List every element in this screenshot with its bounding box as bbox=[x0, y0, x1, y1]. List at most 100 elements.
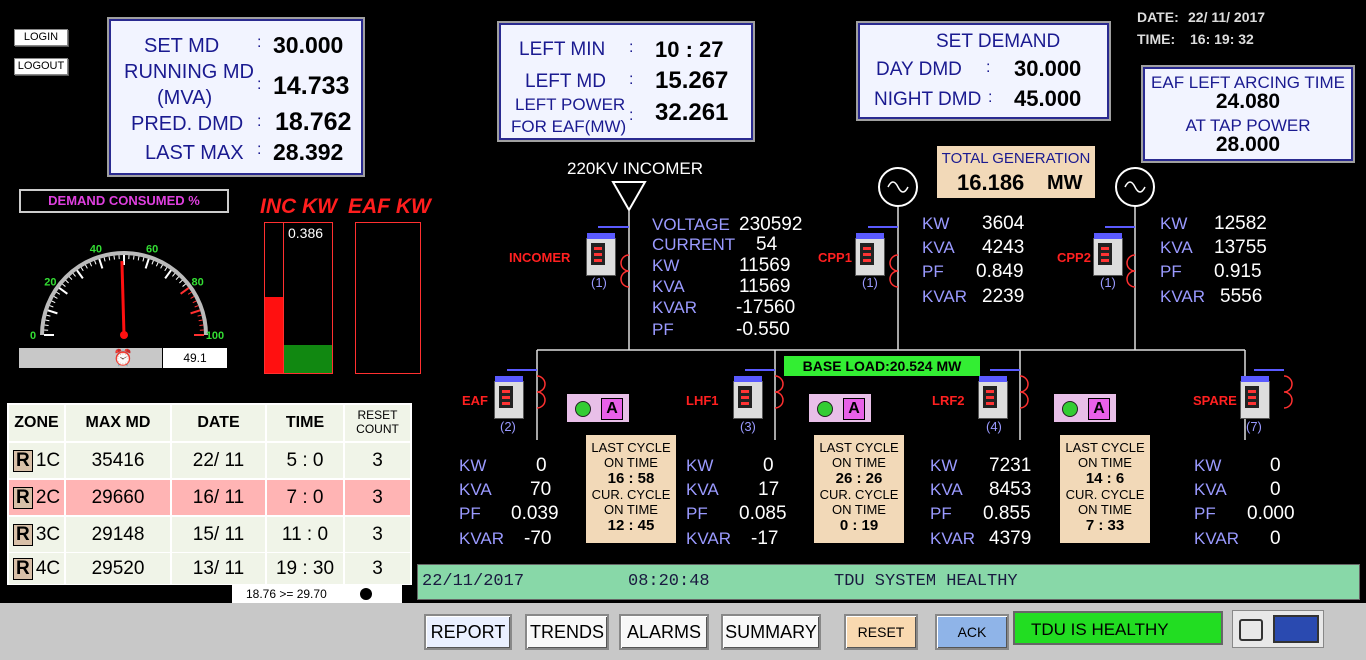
mode-a-button[interactable]: A bbox=[601, 398, 623, 420]
gauge-scale-label: 100 bbox=[206, 330, 224, 342]
set-md-label: SET MD bbox=[144, 35, 220, 57]
incomer-kva-label: KVA bbox=[652, 277, 685, 296]
alarms-button[interactable]: ALARMS bbox=[619, 614, 709, 650]
reset-zone-button[interactable]: R bbox=[12, 558, 33, 580]
spare-id: (7) bbox=[1246, 419, 1262, 434]
reset-zone-button[interactable]: R bbox=[12, 487, 33, 509]
cpp1-meter-icon[interactable] bbox=[855, 233, 885, 276]
lhf1-meter-icon[interactable] bbox=[733, 376, 763, 419]
date-label: DATE: bbox=[1137, 9, 1179, 25]
pred-dmd-label: PRED. DMD bbox=[131, 113, 244, 135]
lrf2-name: LRF2 bbox=[932, 393, 965, 408]
mode-a-button[interactable]: A bbox=[1088, 398, 1110, 420]
comparison-status-icon bbox=[360, 588, 372, 600]
trends-button[interactable]: TRENDS bbox=[525, 614, 609, 650]
cur-cycle-label: CUR. CYCLE bbox=[591, 487, 671, 502]
gauge-tick bbox=[179, 279, 183, 284]
inc-kw-green-fill bbox=[284, 345, 332, 373]
gauge-scale-label: 40 bbox=[90, 243, 102, 255]
gauge-scale-label: 60 bbox=[146, 243, 158, 255]
total-generation-label: TOTAL GENERATION bbox=[941, 150, 1091, 167]
gauge-tick bbox=[172, 273, 176, 277]
gauge-arc bbox=[40, 251, 208, 336]
gauge-tick bbox=[199, 324, 204, 326]
reset-zone-button[interactable]: R bbox=[12, 524, 33, 546]
cpp1-kw-label: KW bbox=[922, 214, 950, 233]
date-value: 15/ 11 bbox=[172, 517, 265, 552]
eaf-meter-icon[interactable] bbox=[494, 376, 524, 419]
base-load-label: BASE LOAD:20.524 MW bbox=[784, 356, 980, 376]
eaf-kw-label: KW bbox=[459, 456, 487, 475]
inc-kw-label: INC KW bbox=[260, 195, 337, 218]
login-button[interactable]: LOGIN bbox=[14, 29, 68, 46]
lrf2-kvar-value: 4379 bbox=[989, 528, 1032, 549]
lrf2-cycle-panel: LAST CYCLE ON TIME 14 : 6 CUR. CYCLE ON … bbox=[1060, 435, 1150, 543]
gauge-tick bbox=[53, 296, 58, 299]
cpp1-id: (1) bbox=[862, 275, 878, 290]
eaf-cycle-panel: LAST CYCLE ON TIME 16 : 58 CUR. CYCLE ON… bbox=[586, 435, 676, 543]
lhf1-kva-value: 17 bbox=[758, 479, 780, 500]
eaf-arcing-panel: EAF LEFT ARCING TIME 24.080 AT TAP POWER… bbox=[1141, 65, 1355, 163]
cpp1-kvar-label: KVAR bbox=[922, 287, 968, 306]
inc-kw-bar-value: 0.386 bbox=[288, 225, 324, 241]
cpp2-meter-icon[interactable] bbox=[1093, 233, 1123, 276]
lrf2-kva-value: 8453 bbox=[989, 479, 1032, 500]
lrf2-mode-indicator[interactable]: A bbox=[1054, 394, 1116, 422]
cpp1-pf-label: PF bbox=[922, 262, 944, 281]
time-header: TIME bbox=[267, 405, 343, 441]
spare-meter-icon[interactable] bbox=[1240, 376, 1270, 419]
eaf-arcing-value: 24.080 bbox=[1215, 90, 1281, 113]
eaf-kvar-value: -70 bbox=[524, 528, 552, 549]
left-md-label: LEFT MD bbox=[525, 71, 606, 92]
lrf2-id: (4) bbox=[986, 419, 1002, 434]
time-value: 19 : 30 bbox=[267, 553, 343, 584]
gauge-tick bbox=[142, 257, 145, 262]
lrf2-kva-label: KVA bbox=[930, 480, 963, 499]
time-label: TIME: bbox=[1137, 31, 1176, 47]
phone-icon bbox=[1239, 619, 1263, 641]
report-button[interactable]: REPORT bbox=[424, 614, 512, 650]
cpp1-kva-value: 4243 bbox=[982, 237, 1025, 258]
gauge-tick bbox=[108, 256, 111, 261]
colon: : bbox=[257, 76, 262, 93]
running-md-label: RUNNING MD bbox=[124, 61, 254, 83]
reset-button[interactable]: RESET bbox=[844, 614, 918, 650]
incomer-pf-value: -0.550 bbox=[736, 319, 790, 340]
logout-button[interactable]: LOGOUT bbox=[14, 58, 68, 75]
status-dot-icon bbox=[1062, 401, 1078, 417]
cpp1-kva-label: KVA bbox=[922, 238, 955, 257]
zone-name: 1C bbox=[35, 450, 61, 471]
mode-a-button[interactable]: A bbox=[843, 398, 865, 420]
lhf1-name: LHF1 bbox=[686, 393, 719, 408]
incomer-meter-icon[interactable] bbox=[586, 233, 616, 276]
lhf1-kvar-label: KVAR bbox=[686, 529, 732, 548]
last-cycle-label: LAST CYCLE bbox=[819, 440, 899, 455]
lhf1-mode-indicator[interactable]: A bbox=[809, 394, 871, 422]
spare-kvar-value: 0 bbox=[1270, 528, 1281, 549]
status-message: TDU SYSTEM HEALTHY bbox=[834, 572, 1018, 591]
gauge-tick bbox=[85, 264, 88, 269]
inc-kw-bar-panel: 0.386 bbox=[283, 222, 333, 374]
lrf2-meter-icon[interactable] bbox=[978, 376, 1008, 419]
gauge-tick bbox=[113, 255, 115, 260]
count-value: 3 bbox=[345, 553, 410, 584]
gauge-scale-label: 80 bbox=[191, 277, 203, 289]
cur-cycle-value: 12 : 45 bbox=[607, 517, 655, 534]
day-dmd-label: DAY DMD bbox=[876, 59, 962, 80]
gauge-tick bbox=[144, 258, 150, 269]
ack-button[interactable]: ACK bbox=[935, 614, 1009, 650]
eaf-mode-indicator[interactable]: A bbox=[567, 394, 629, 422]
demand-consumed-label: DEMAND CONSUMED % bbox=[19, 189, 229, 213]
summary-button[interactable]: SUMMARY bbox=[721, 614, 821, 650]
incomer-voltage-label: VOLTAGE bbox=[652, 215, 730, 234]
lrf2-pf-label: PF bbox=[930, 504, 952, 523]
reset-zone-button[interactable]: R bbox=[12, 450, 33, 472]
gauge-tick bbox=[47, 309, 58, 315]
gauge-tick bbox=[194, 305, 199, 308]
gauge-tick bbox=[46, 314, 51, 317]
cur-cycle-value: 0 : 19 bbox=[839, 517, 879, 534]
network-status-icon[interactable] bbox=[1232, 610, 1324, 648]
zone-name: 2C bbox=[35, 487, 61, 508]
